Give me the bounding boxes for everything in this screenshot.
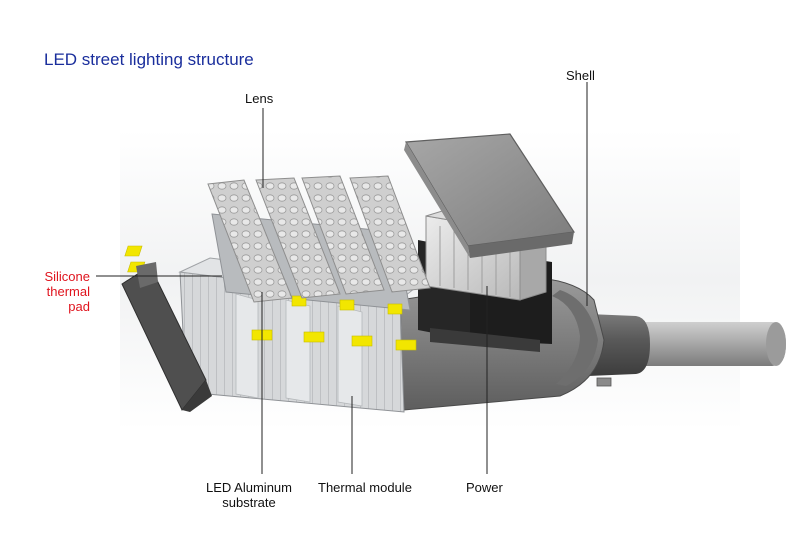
label-silicone-line-2: thermal xyxy=(46,284,90,299)
label-power: Power xyxy=(466,480,503,495)
label-silicone-line-1: Silicone xyxy=(44,269,90,284)
leader-lines xyxy=(96,82,588,474)
label-silicone-thermal-pad: Silicone thermal pad xyxy=(26,269,90,314)
label-silicone-line-3: pad xyxy=(68,299,90,314)
label-thermal-module: Thermal module xyxy=(318,480,412,495)
label-shell: Shell xyxy=(566,68,595,83)
diagram-title: LED street lighting structure xyxy=(44,50,254,69)
shell-cover xyxy=(404,133,576,258)
label-led-line-1: LED Aluminum xyxy=(206,480,292,495)
pole xyxy=(588,314,786,376)
label-led-line-2: substrate xyxy=(222,495,276,510)
label-lens: Lens xyxy=(245,91,274,106)
lens-strips xyxy=(207,175,431,303)
label-led-aluminum-substrate: LED Aluminum substrate xyxy=(190,480,308,510)
end-cap xyxy=(121,262,212,412)
